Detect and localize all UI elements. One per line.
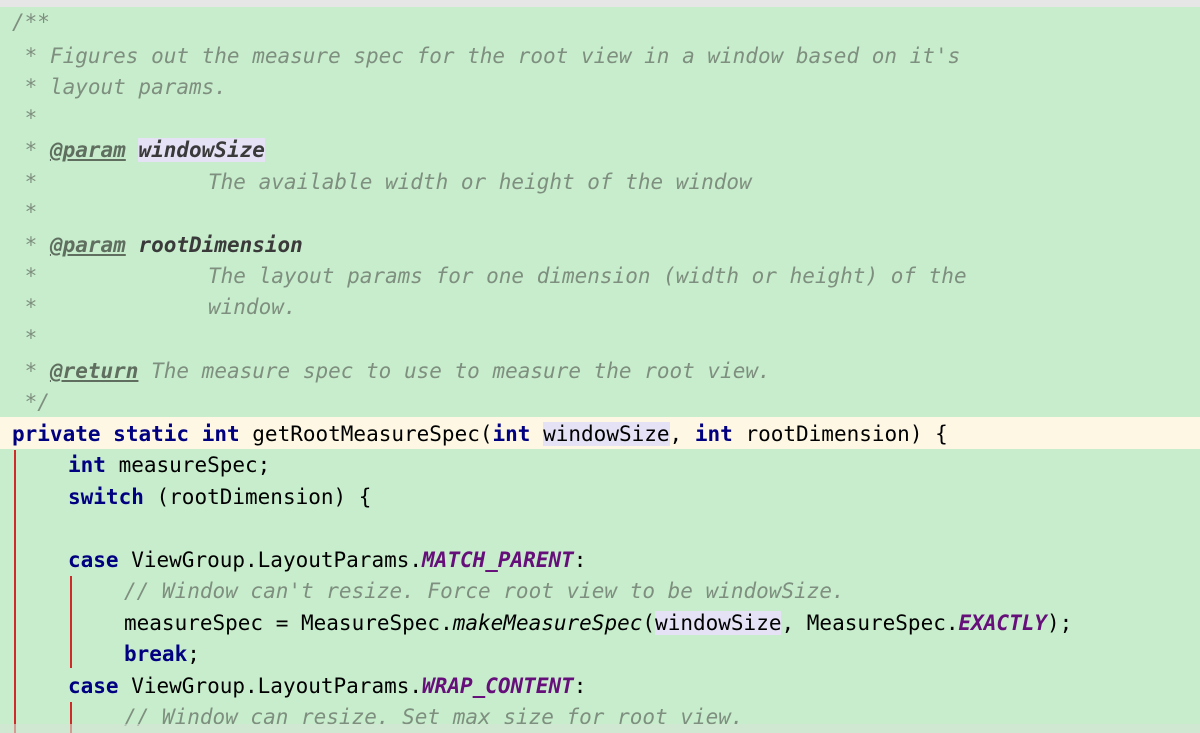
javadoc-param-name-root-dimension[interactable]: rootDimension: [138, 233, 303, 257]
code-line-case-wrap-content[interactable]: case ViewGroup.LayoutParams.WRAP_CONTENT…: [68, 674, 587, 698]
doc-comment-blank-line: *: [12, 326, 38, 350]
doc-comment-background: [0, 7, 1200, 417]
keyword-int: int: [492, 422, 531, 446]
method-name[interactable]: getRootMeasureSpec: [252, 422, 480, 446]
javadoc-param-name-window-size[interactable]: windowSize: [138, 138, 265, 162]
doc-comment-star-line: *: [12, 295, 38, 319]
doc-comment-star: *: [12, 138, 50, 162]
param-root-dimension[interactable]: rootDimension: [745, 422, 910, 446]
keyword-private: private: [12, 422, 101, 446]
doc-comment-param-2-description-line-2: window.: [208, 295, 297, 319]
doc-comment-star: *: [12, 359, 50, 383]
layout-params-reference[interactable]: ViewGroup.LayoutParams.: [131, 548, 423, 572]
doc-comment-description-line-2: * layout params.: [12, 75, 227, 99]
measure-spec-class-reference[interactable]: MeasureSpec.: [806, 611, 959, 635]
argument-window-size[interactable]: windowSize: [655, 611, 782, 635]
keyword-int: int: [694, 422, 733, 446]
method-signature-line[interactable]: private static int getRootMeasureSpec(in…: [12, 422, 948, 446]
case-scope-guide: [70, 702, 72, 733]
method-make-measure-spec[interactable]: makeMeasureSpec: [452, 611, 643, 635]
constant-match-parent[interactable]: MATCH_PARENT: [422, 548, 574, 572]
keyword-case: case: [68, 548, 119, 572]
code-line-assignment[interactable]: measureSpec = MeasureSpec.makeMeasureSpe…: [124, 611, 1073, 635]
doc-comment-param-2-description-line-1: The layout params for one dimension (wid…: [208, 264, 967, 288]
variable-measure-spec[interactable]: measureSpec: [118, 453, 258, 477]
doc-comment-description-line-1: * Figures out the measure spec for the r…: [12, 44, 961, 68]
switch-expression[interactable]: (rootDimension) {: [156, 485, 372, 509]
javadoc-param-tag: @param: [49, 138, 126, 162]
doc-comment-star-line: *: [12, 170, 38, 194]
code-line-break[interactable]: break;: [124, 642, 200, 666]
keyword-int: int: [68, 453, 106, 477]
doc-comment-return-line: * @return The measure spec to use to mea…: [12, 355, 771, 387]
javadoc-param-tag: @param: [49, 233, 126, 257]
constant-exactly[interactable]: EXACTLY: [958, 611, 1048, 635]
case-scope-guide: [70, 576, 72, 668]
keyword-switch: switch: [68, 485, 144, 509]
code-comment-match-parent: // Window can't resize. Force root view …: [124, 579, 845, 603]
assignment-target[interactable]: measureSpec = MeasureSpec.: [124, 611, 453, 635]
doc-comment-close: */: [12, 390, 50, 414]
keyword-static: static: [113, 422, 190, 446]
doc-comment-param-line-1: * @param windowSize: [12, 134, 265, 166]
editor-bottom-edge: [0, 724, 1200, 733]
doc-comment-open: /**: [12, 10, 50, 34]
layout-params-reference[interactable]: ViewGroup.LayoutParams.: [131, 674, 423, 698]
javadoc-return-tag: @return: [49, 359, 139, 383]
doc-comment-param-line-2: * @param rootDimension: [12, 229, 303, 261]
keyword-int: int: [201, 422, 240, 446]
constant-wrap-content[interactable]: WRAP_CONTENT: [422, 674, 574, 698]
keyword-case: case: [68, 674, 119, 698]
param-window-size[interactable]: windowSize: [543, 422, 670, 446]
code-line-switch[interactable]: switch (rootDimension) {: [68, 481, 371, 513]
code-background: [0, 449, 1200, 733]
method-scope-guide: [14, 450, 16, 733]
doc-comment-blank-line: *: [12, 200, 38, 224]
doc-comment-star-line: *: [12, 264, 38, 288]
doc-comment-star: *: [12, 233, 50, 257]
code-line-declaration[interactable]: int measureSpec;: [68, 453, 271, 477]
keyword-break: break: [124, 642, 188, 666]
doc-comment-blank-line: *: [12, 106, 38, 130]
doc-comment-param-1-description: The available width or height of the win…: [208, 170, 752, 194]
code-line-case-match-parent[interactable]: case ViewGroup.LayoutParams.MATCH_PARENT…: [68, 548, 587, 572]
doc-comment-return-description: The measure spec to use to measure the r…: [151, 359, 771, 383]
